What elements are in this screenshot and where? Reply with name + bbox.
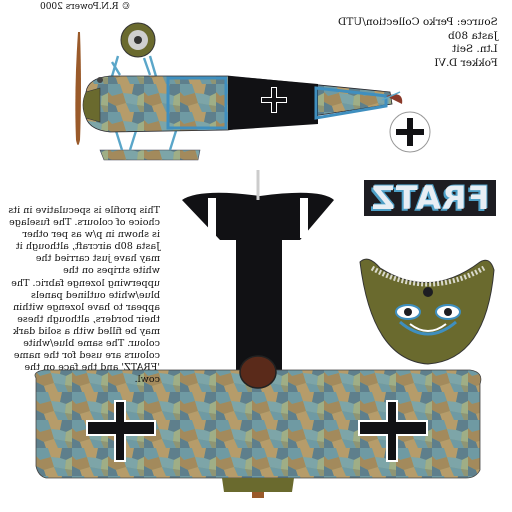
source-block: Source: Perko Collection/UTD Jasta 80b L… [338,16,498,70]
cowl-face-icon [359,258,495,365]
aircraft-top-view-icon [34,170,482,498]
profile-notes: This profile is speculative in its choic… [8,205,160,386]
aircraft-name: FRATZ [370,179,490,217]
iron-cross-icon [261,87,287,113]
source-line-1: Source: Perko Collection/UTD [338,16,498,28]
profile-notes-text: This profile is speculative in its choic… [8,205,160,386]
iron-cross-icon [358,400,428,462]
source-line-4: Fokker D.VI [434,56,498,69]
source-line-3: Ltn. Seit [452,43,498,55]
source-line-2: Jasta 80b [448,29,498,42]
copyright-text: © R.N.Powers 2000 [40,2,131,12]
iron-cross-icon [86,400,156,462]
aircraft-side-view-icon [75,22,431,161]
aircraft-name-panel: FRATZ [364,179,496,217]
copyright-notice: © R.N.Powers 2000 [40,2,130,12]
